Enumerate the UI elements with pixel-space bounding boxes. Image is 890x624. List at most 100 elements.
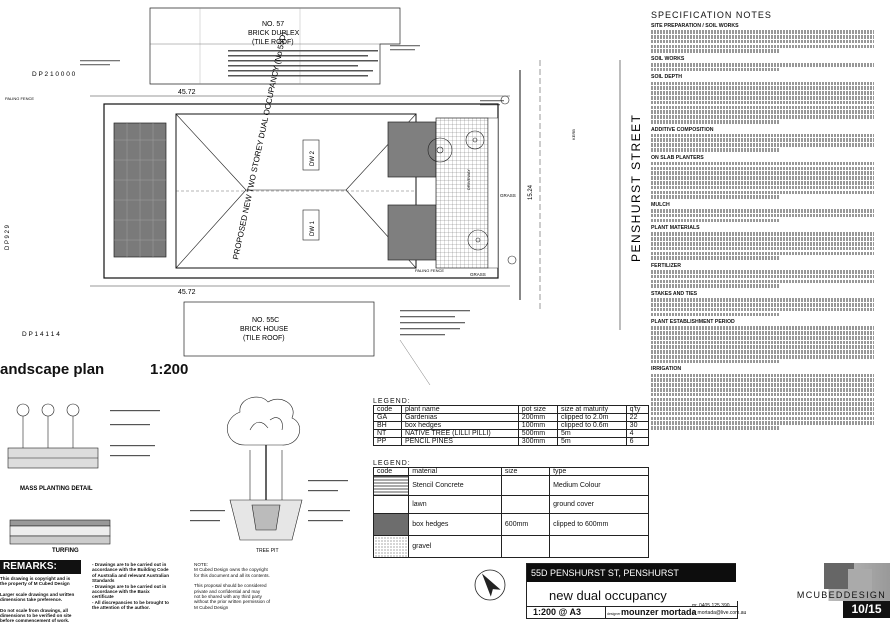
spec-text-line [651, 392, 874, 397]
spec-text-line [651, 331, 874, 335]
spec-section-heading: ADDITIVE COMPOSITION [651, 126, 714, 133]
remarks-line: Standards [92, 578, 115, 584]
table-header-cell: plant name [400, 405, 519, 414]
grass-area [487, 117, 499, 269]
spec-text-line [651, 105, 874, 110]
tree-symbols [427, 95, 517, 265]
spec-text-line [651, 171, 874, 175]
remarks-line: This drawing is copyright and is [0, 576, 71, 581]
no57-building: NO. 57 BRICK DUPLEX (TILE ROOF) [149, 7, 401, 85]
spec-text-line [651, 44, 874, 49]
spec-text-line [651, 397, 874, 402]
spec-text-line [651, 67, 779, 72]
dim-bottom: 45.72 [178, 289, 196, 296]
remarks-line: of Australia and relevant Australian [92, 572, 170, 578]
table-cell [500, 475, 551, 496]
spec-text-line [651, 81, 874, 86]
spec-text-line [651, 63, 874, 67]
table-cell: gravel [408, 535, 502, 558]
spec-text-line [651, 39, 874, 44]
spec-text-line [651, 402, 874, 406]
spec-text-line [651, 416, 874, 421]
legend2-title: LEGEND: [373, 460, 411, 467]
site-plan: D P 2 1 0 0 0 0 D P 1 4 1 1 4 D P 9 2 9 … [5, 7, 643, 386]
table-header-cell: code [372, 467, 410, 476]
mass-planting-drawing [7, 403, 99, 469]
brand-logo: MCUBEDDESIGN [736, 563, 890, 601]
no55c-label-1: NO. 55C [252, 317, 279, 324]
spec-title: SPECIFICATION NOTES [651, 10, 772, 20]
dw2-label: DW 2 [310, 150, 316, 166]
spec-text-line [651, 148, 779, 152]
remarks-line: the attention of the author. [92, 605, 150, 611]
no57-label-2: BRICK DUPLEX [248, 30, 300, 37]
remarks-line: M Cubed Design [194, 604, 229, 610]
table-cell: clipped to 0.6m [557, 421, 627, 430]
designer-name: mounzer mortada [621, 607, 697, 617]
table-header-row: code plant name pot size size at maturit… [373, 405, 650, 414]
tree-pit-drawing [226, 396, 303, 541]
no57-label-1: NO. 57 [262, 21, 284, 28]
spec-section-heading: IRRIGATION [651, 366, 682, 373]
remarks-line: private and confidential and may [194, 588, 261, 594]
spec-text-line [651, 86, 874, 91]
spec-text-line [651, 176, 874, 180]
table-cell [372, 475, 410, 496]
table-cell: NT [373, 429, 402, 438]
contact-email: e: mortada@live.com.au [692, 610, 747, 616]
remarks-line: Do not scale from drawings, all [0, 607, 68, 613]
table-cell: clipped to 600mm [549, 513, 649, 536]
table-cell: NATIVE TREE (LILLI PILLI) [400, 429, 519, 438]
remarks-line: M Cubed Design owns the copyright [194, 567, 268, 573]
spec-text-line [651, 355, 874, 359]
spec-section-heading: SOIL DEPTH [651, 74, 683, 81]
spec-section-heading: SITE PREPARATION / SOIL WORKS [651, 23, 739, 29]
table-row: gravel [372, 535, 649, 558]
north-arrow [474, 569, 506, 601]
spec-text-line [651, 373, 874, 378]
spec-text-line [651, 241, 874, 246]
spec-text-line [651, 30, 874, 34]
spec-text-line [651, 350, 874, 354]
spec-text-line [651, 340, 874, 345]
remarks-title: REMARKS: [0, 560, 81, 574]
table-cell: 30 [625, 421, 650, 430]
spec-text-line [651, 166, 874, 171]
sheet-number: 10/15 [843, 601, 890, 618]
spec-text-line [651, 161, 874, 166]
spec-text-line [651, 213, 874, 218]
spec-text-line [651, 185, 874, 190]
spec-text-line [651, 326, 874, 330]
kerb-label: KERB [571, 129, 576, 140]
paling-fence-top: PALING FENCE [5, 96, 34, 101]
remarks-line: the property of M Cubed Design [0, 581, 70, 587]
plan-scale: 1:200 [150, 361, 189, 378]
garage-upper [387, 121, 437, 178]
garage-lower [387, 204, 437, 261]
remarks-block: REMARKS: This drawing is copyright and i… [0, 560, 295, 623]
spec-text-line [651, 307, 874, 312]
tree-pit-title: TREE PIT [256, 548, 279, 554]
spec-text-line [651, 143, 874, 147]
spec-text-line [651, 274, 874, 279]
spec-text-line [651, 298, 874, 302]
spec-text-line [651, 218, 779, 223]
table-header-cell: size [500, 467, 551, 476]
remarks-line: - Drawings are to be carried out in [92, 562, 167, 567]
spec-section-heading: FERTILIZER [651, 262, 681, 269]
spec-text-line [651, 91, 874, 95]
driveway-paving [435, 117, 489, 269]
site-boundary: 45.72 45.72 PALING FENCE PALING FENCE [5, 89, 510, 296]
table-header-cell: size at maturity [557, 405, 627, 414]
spec-text-line [651, 284, 779, 289]
table-cell: 100mm [517, 421, 559, 430]
table-cell: box hedges [408, 513, 502, 536]
table-cell: 200mm [517, 413, 559, 422]
spec-text-line [651, 421, 874, 425]
table-cell: PENCIL PINES [400, 437, 519, 446]
remarks-line: before commencement of work. [0, 618, 70, 624]
